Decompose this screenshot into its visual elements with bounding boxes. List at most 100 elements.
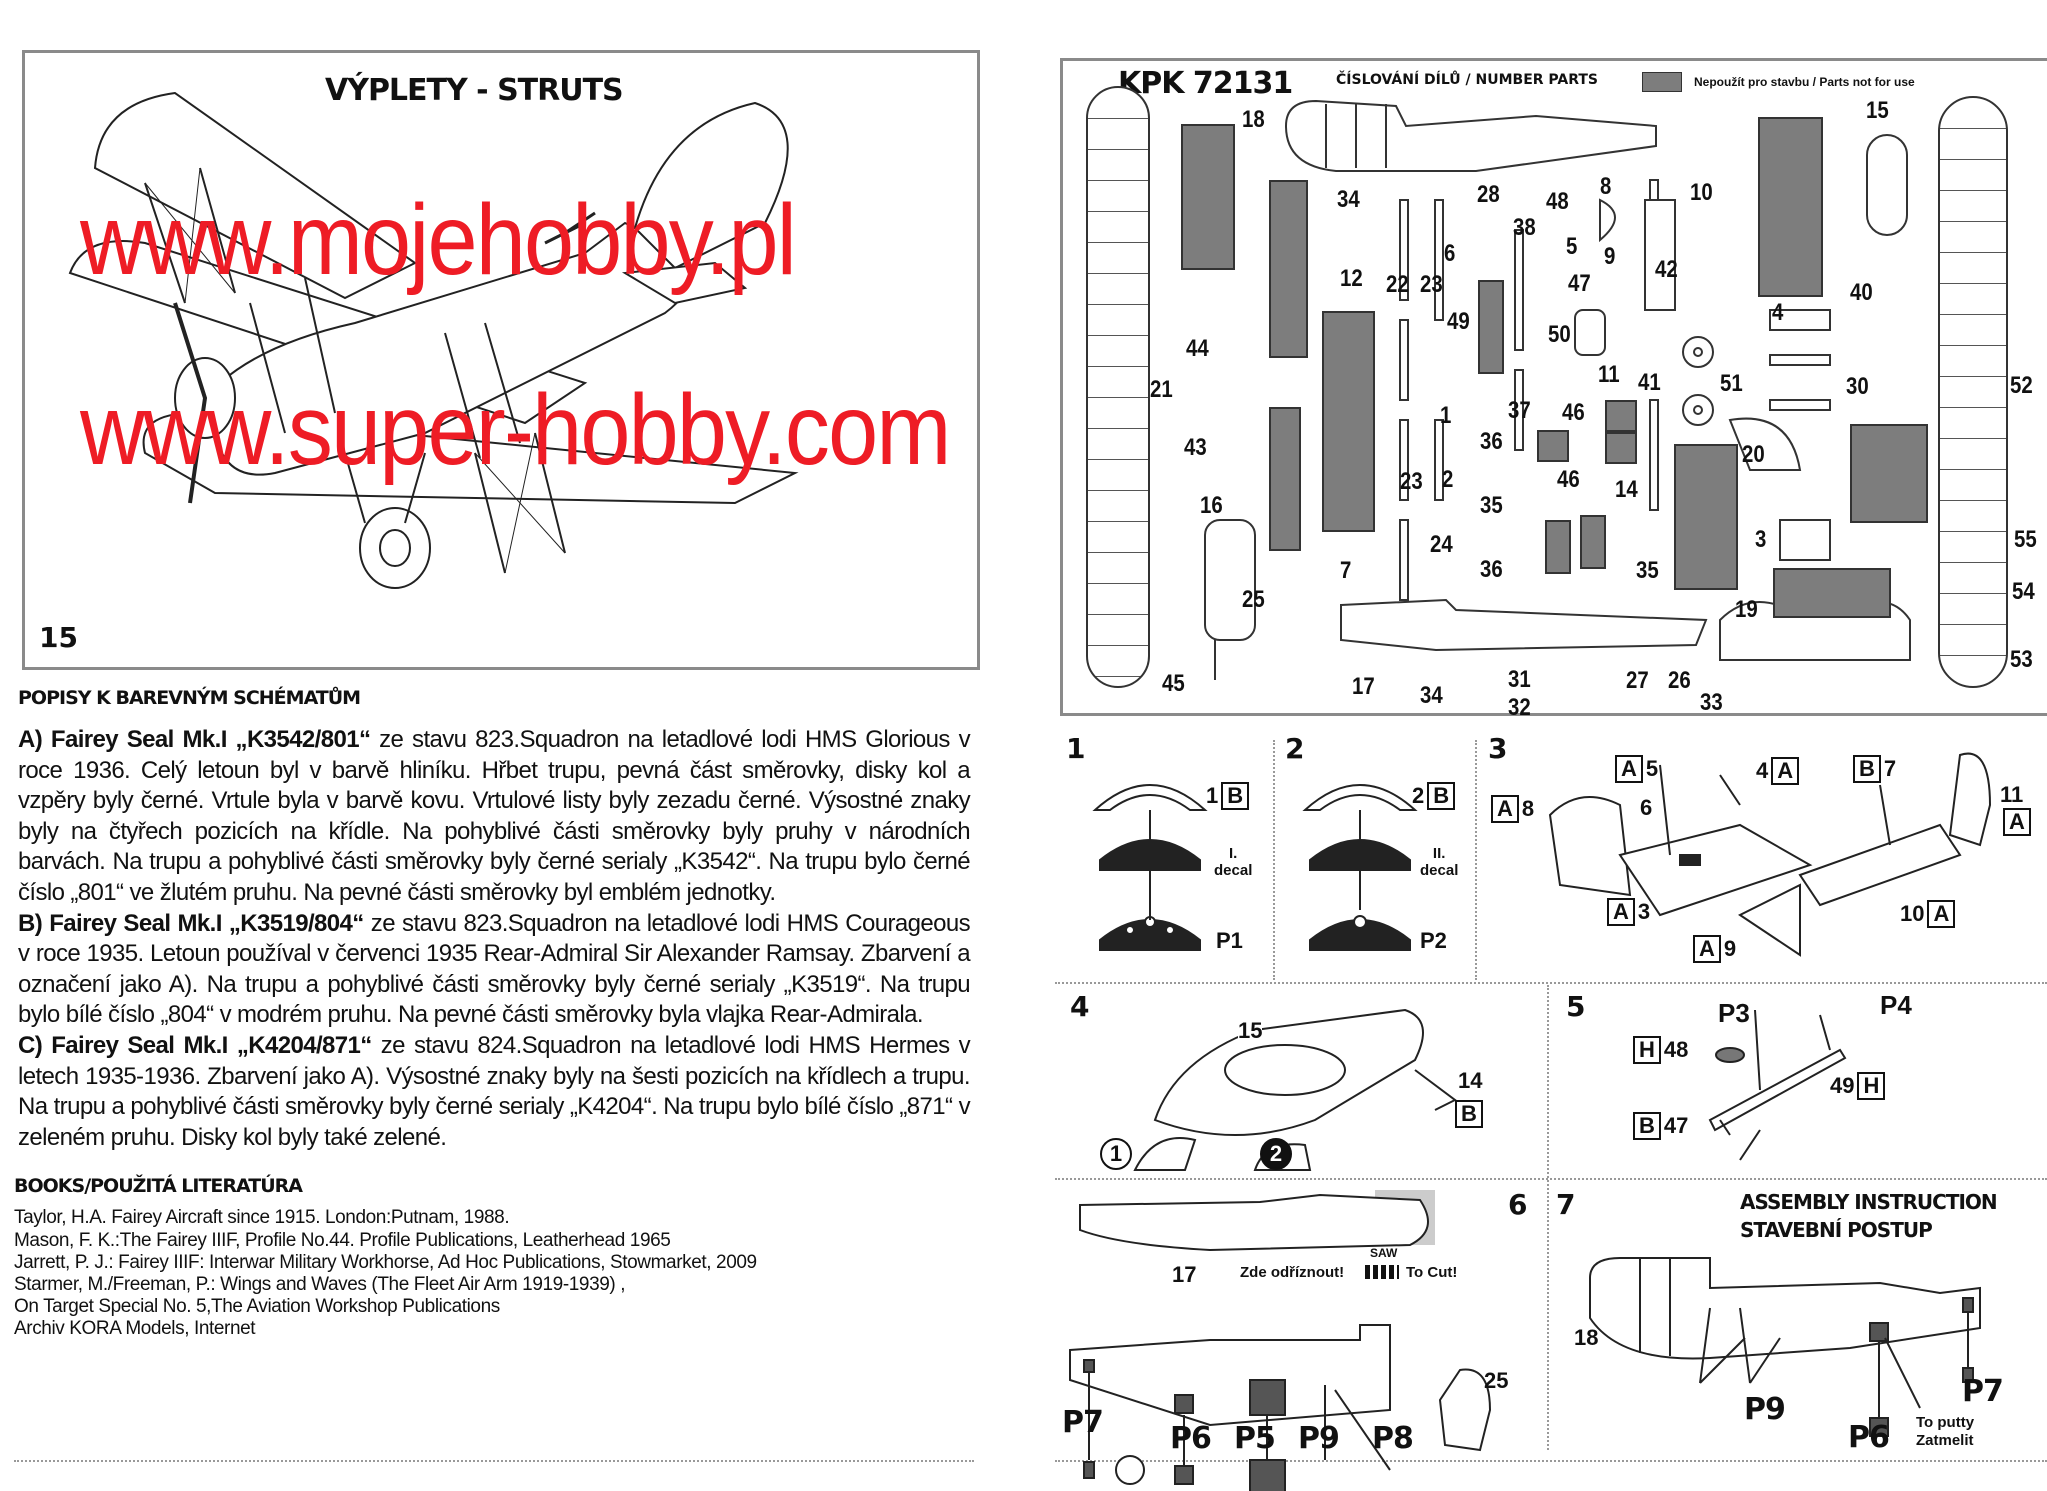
text-column: POPISY K BAREVNÝM SCHÉMATŮM A) Fairey Se… <box>14 687 971 1341</box>
step-3-tail-assembly <box>1548 752 1992 957</box>
part-number: 26 <box>1668 667 1691 694</box>
part-number: 40 <box>1850 279 1873 306</box>
schemes-heading: POPISY K BAREVNÝM SCHÉMATŮM <box>18 687 361 709</box>
part-number: 19 <box>1735 596 1758 623</box>
part-number: 1 <box>1440 402 1452 429</box>
part-not-for-use <box>1605 400 1637 432</box>
step-5-p3: P3 <box>1718 998 1750 1028</box>
part-number: 51 <box>1720 370 1743 397</box>
step-1-number: 1 <box>1066 732 1086 765</box>
step-4-option-2: 2 <box>1260 1138 1292 1170</box>
part-not-for-use <box>1580 515 1606 569</box>
step-2-placard: P2 <box>1420 928 1447 953</box>
part-number: 6 <box>1444 240 1456 267</box>
watermark-super-hobby: www.super-hobby.com <box>80 374 951 486</box>
assembly-title-en: ASSEMBLY INSTRUCTION <box>1740 1190 1998 1214</box>
assembly-title-cz: STAVEBNÍ POSTUP <box>1740 1218 1933 1242</box>
part-number: 32 <box>1508 694 1531 721</box>
part-number: 41 <box>1638 369 1661 396</box>
legend-text: Nepoužít pro stavbu / Parts not for use <box>1694 75 1915 89</box>
kit-code: KPK 72131 <box>1118 66 1293 101</box>
part-not-for-use <box>1850 424 1928 523</box>
step-2-decal: II.decal <box>1420 845 1459 879</box>
part-number: 22 <box>1386 271 1409 298</box>
part-number: 44 <box>1186 335 1209 362</box>
part-number: 49 <box>1447 308 1470 335</box>
step-7-placard-p7: P7 <box>1962 1374 2004 1409</box>
step-4-option-1: 1 <box>1100 1138 1132 1170</box>
part-number: 25 <box>1242 586 1265 613</box>
struts-title: VÝPLETY - STRUTS <box>325 73 624 108</box>
step-6-placard-p8: P8 <box>1372 1421 1414 1456</box>
part-number: 24 <box>1430 531 1453 558</box>
part-number: 2 <box>1442 466 1454 493</box>
part-number: 46 <box>1562 399 1585 426</box>
part-number: 4 <box>1772 299 1784 326</box>
part-number: 3 <box>1755 526 1767 553</box>
part-number: 18 <box>1242 106 1265 133</box>
scheme-b-text: ze stavu 823.Squadron na letadlové lodi … <box>18 909 971 1029</box>
struts-panel: VÝPLETY - STRUTS 15 <box>22 50 980 670</box>
legend-swatch <box>1642 72 1682 92</box>
part-not-for-use <box>1545 520 1571 574</box>
part-number: 53 <box>2010 646 2033 673</box>
book-item: Archiv KORA Models, Internet <box>14 1318 256 1340</box>
step-7-placard-p6: P6 <box>1848 1420 1890 1455</box>
step-6-placard-p5: P5 <box>1234 1421 1276 1456</box>
step-6-placard-p7: P7 <box>1062 1405 1104 1440</box>
part-number: 46 <box>1557 466 1580 493</box>
part-not-for-use <box>1537 430 1569 462</box>
part-number: 45 <box>1162 670 1185 697</box>
part-number: 31 <box>1508 666 1531 693</box>
saw-icon <box>1365 1265 1399 1279</box>
page-number: 15 <box>39 621 78 654</box>
step-1-instrument-panel <box>1092 784 1208 951</box>
step-6-saw-label: SAW <box>1370 1246 1398 1260</box>
part-number: 23 <box>1400 468 1423 495</box>
scheme-c-title: C) Fairey Seal Mk.I „K4204/871“ <box>18 1031 372 1059</box>
step-2-instrument-panel <box>1302 784 1418 951</box>
book-item: Mason, F. K.:The Fairey IIIF, Profile No… <box>14 1229 671 1251</box>
part-number: 43 <box>1184 434 1207 461</box>
scheme-a: A) Fairey Seal Mk.I „K3542/801“ ze stavu… <box>18 725 971 909</box>
step-5-p4: P4 <box>1880 990 1912 1020</box>
part-number: 35 <box>1480 492 1503 519</box>
part-number: 50 <box>1548 321 1571 348</box>
step-7-putty-en: To putty <box>1916 1414 1975 1431</box>
divider <box>1055 1178 2047 1180</box>
small-parts-drawing <box>1204 179 1911 680</box>
step-4-number: 4 <box>1070 990 1090 1023</box>
part-number: 52 <box>2010 372 2033 399</box>
part-15-canopy <box>1866 134 1908 236</box>
book-item: Taylor, H.A. Fairey Aircraft since 1915.… <box>14 1207 510 1229</box>
books-list: Taylor, H.A. Fairey Aircraft since 1915.… <box>14 1207 970 1340</box>
step-7-part-18: 18 <box>1574 1325 1599 1350</box>
step-6-part-17: 17 <box>1172 1262 1197 1287</box>
step-6-part-25: 25 <box>1484 1368 1509 1393</box>
part-number: 10 <box>1690 179 1713 206</box>
step-5-gun <box>1708 1009 1847 1161</box>
book-item: Jarrett, P. J.: Fairey IIIF: Interwar Mi… <box>14 1251 757 1273</box>
fuselage-half-17 <box>1340 598 1708 652</box>
step-7-fuselage <box>1589 1257 1981 1437</box>
step-3-part-6: 6 <box>1640 795 1653 820</box>
upper-wing-part <box>1938 96 2008 688</box>
part-number: 48 <box>1546 188 1569 215</box>
part-number: 33 <box>1700 689 1723 716</box>
step-5-number: 5 <box>1566 990 1586 1023</box>
part-number: 14 <box>1615 476 1638 503</box>
divider <box>1273 740 1275 980</box>
part-number: 47 <box>1568 270 1591 297</box>
part-number: 8 <box>1600 173 1612 200</box>
step-7-putty-cz: Zatmelit <box>1916 1432 1974 1449</box>
divider <box>1055 982 2047 984</box>
part-number: 55 <box>2014 526 2037 553</box>
step-1-placard: P1 <box>1216 928 1243 953</box>
